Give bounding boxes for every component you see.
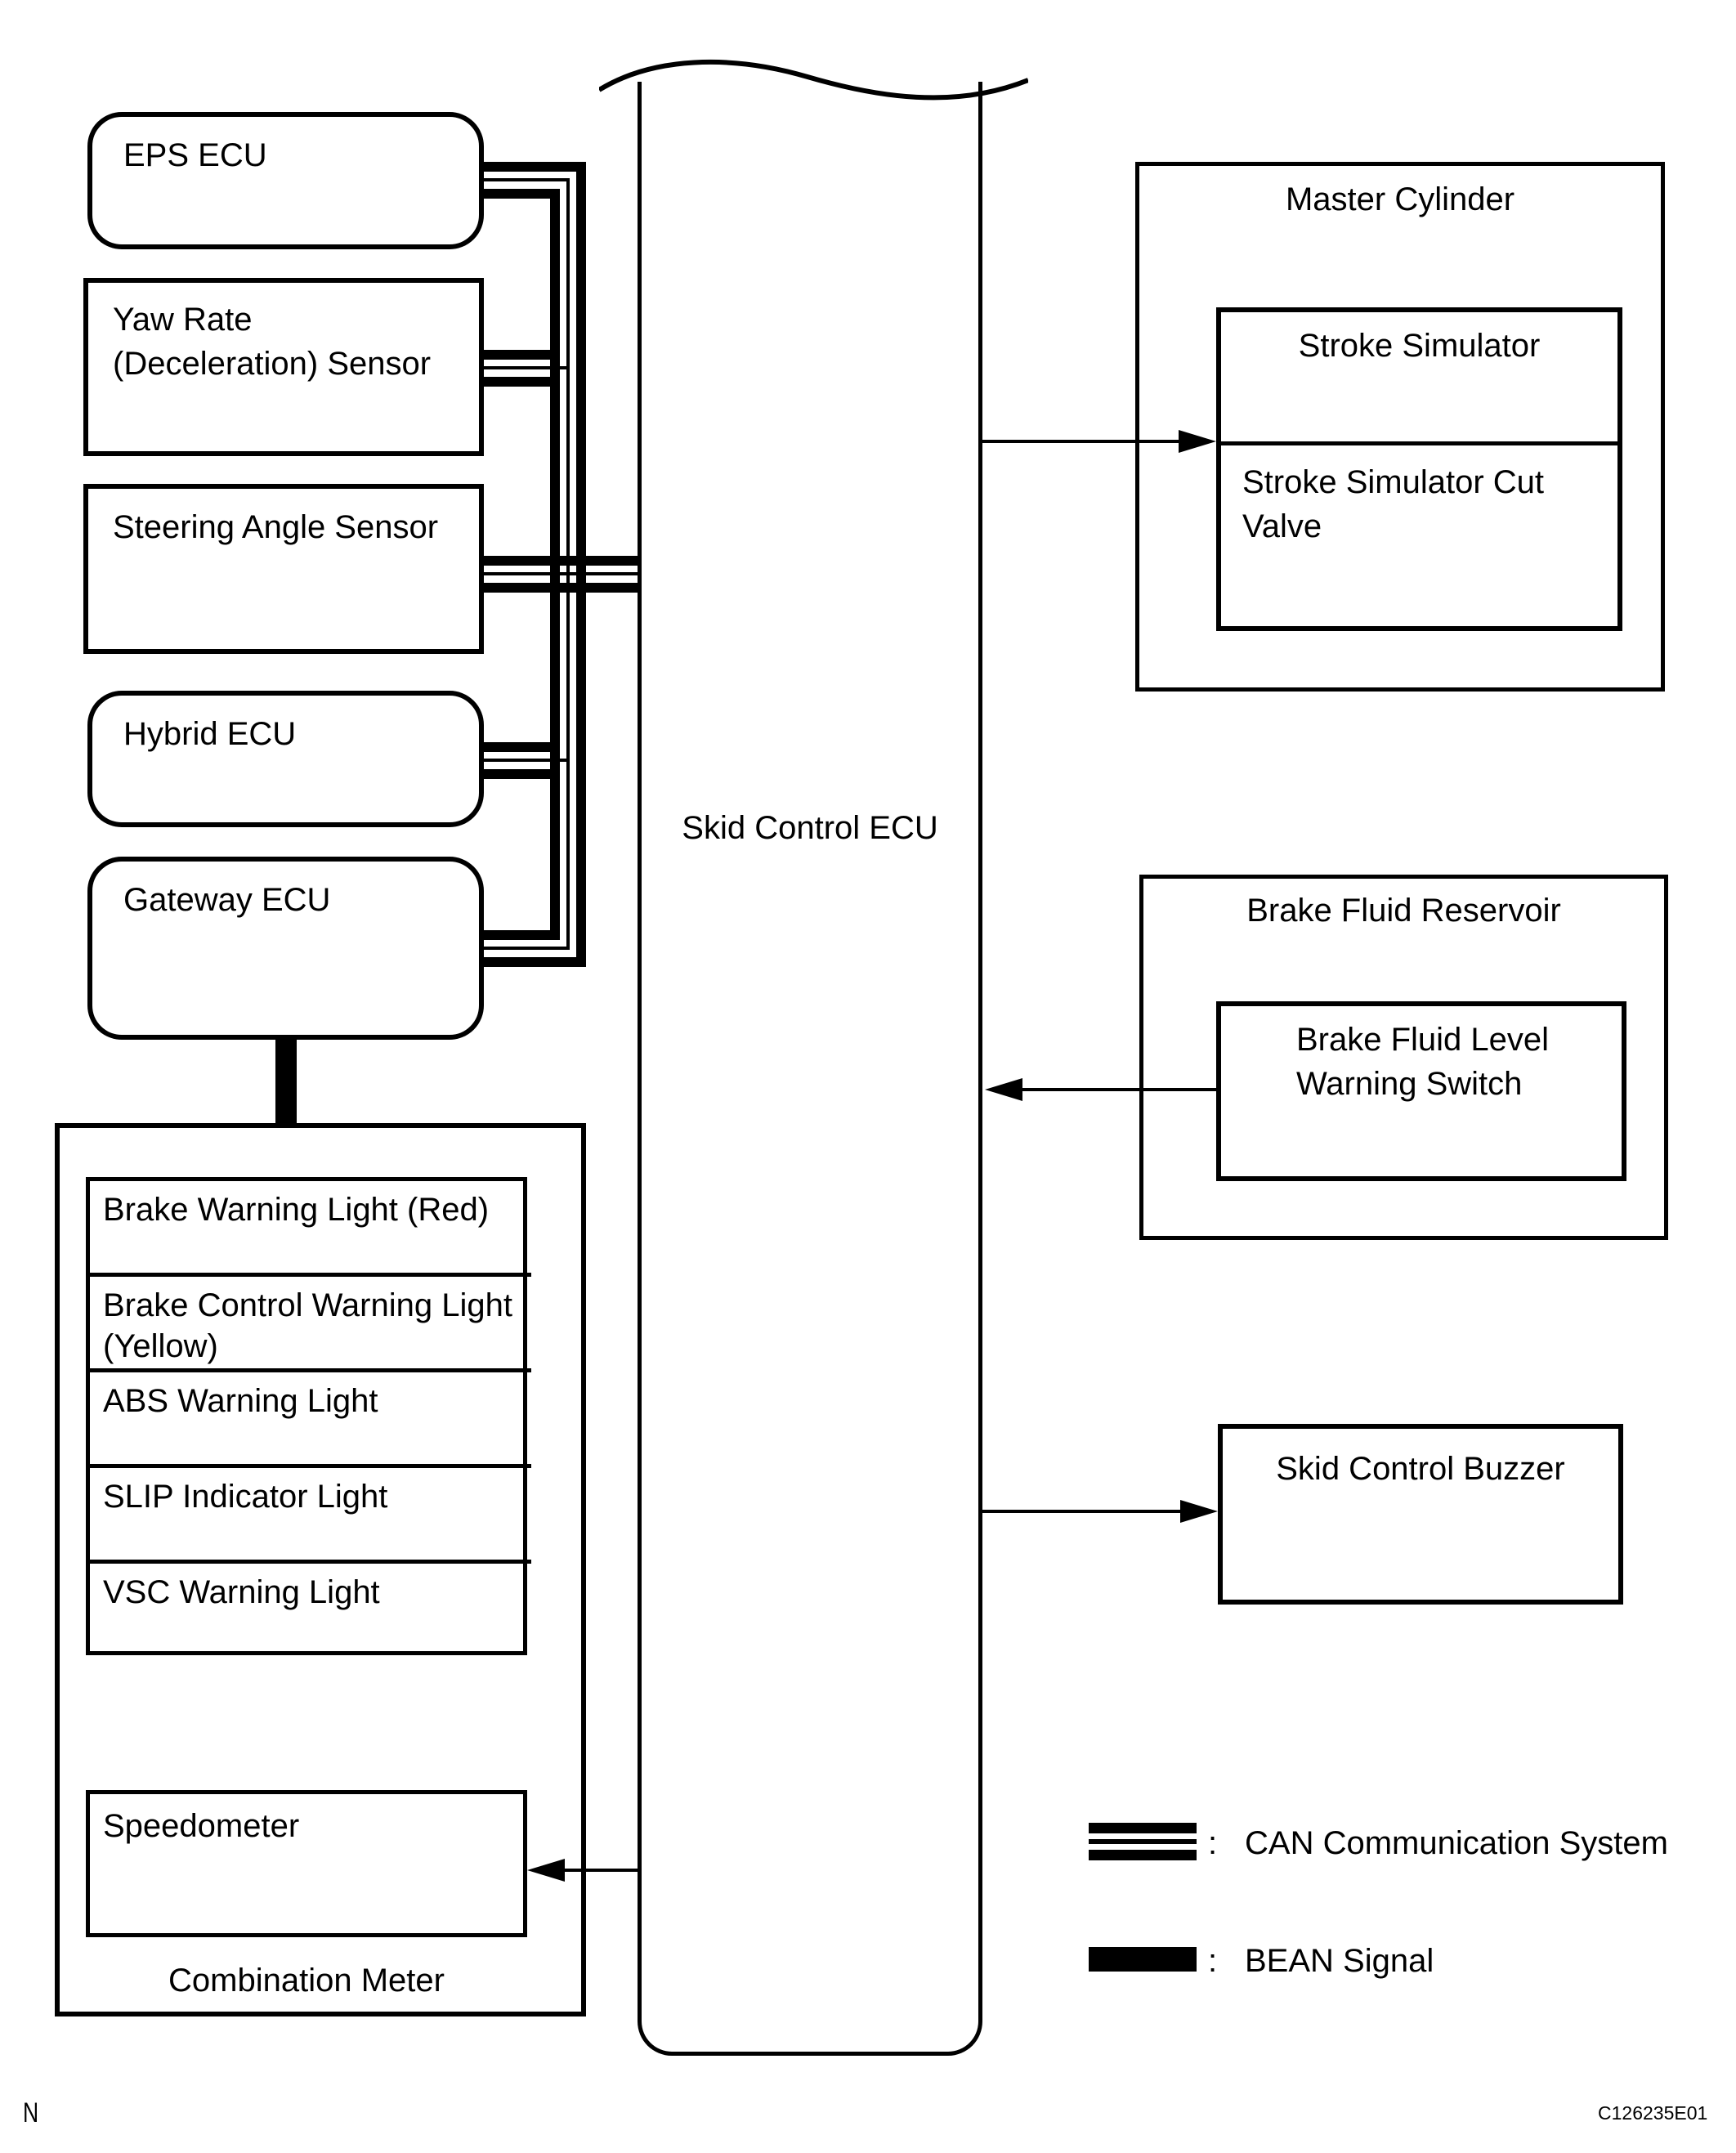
light-abs-warning: ABS Warning Light [90,1368,531,1464]
legend-bean-label: BEAN Signal [1245,1943,1434,1979]
node-label: Steering Angle Sensor [113,509,439,545]
bean-line-icon [1089,1947,1197,1972]
node-eps-ecu: EPS ECU [87,112,484,249]
connector-skid-to-speedometer [562,1869,639,1872]
light-slip-indicator: SLIP Indicator Light [90,1464,531,1560]
node-title: Master Cylinder [1285,181,1515,217]
node-label: Skid Control Buzzer [1276,1451,1565,1487]
footer-page-letter: N [23,2097,39,2128]
node-label: Hybrid ECU [123,716,297,752]
arrowhead-right-icon [1179,430,1216,453]
combination-meter-caption: Combination Meter [168,1963,445,1999]
skid-ecu-wavy-top [599,59,1028,101]
node-stroke-simulator: Stroke Simulator Stroke Simulator Cut Va… [1216,307,1622,631]
light-brake-control-warning: Brake Control Warning Light (Yellow) [90,1273,531,1368]
warning-lights-stack: Brake Warning Light (Red) Brake Control … [86,1177,531,1655]
node-label: Brake Fluid Level Warning Switch [1296,1022,1550,1102]
legend-separator: : [1208,1943,1218,1979]
node-label: EPS ECU [123,137,267,173]
node-label: Skid Control ECU [682,810,938,846]
node-brake-fluid-level-warning-switch: Brake Fluid Level Warning Switch [1216,1001,1626,1181]
legend-separator: : [1208,1825,1218,1861]
node-label: Gateway ECU [123,882,331,918]
light-vsc-warning: VSC Warning Light [90,1560,531,1655]
stroke-simulator-label: Stroke Simulator [1298,328,1541,364]
node-skid-control-buzzer: Skid Control Buzzer [1218,1424,1623,1605]
node-speedometer: Speedometer [86,1790,527,1937]
node-title: Brake Fluid Reservoir [1246,893,1561,929]
connector-switch-to-skid [1020,1088,1216,1091]
arrowhead-right-icon [1180,1500,1218,1523]
connector-skid-to-buzzer [982,1510,1180,1513]
node-steering-angle-sensor: Steering Angle Sensor [83,484,484,654]
node-label: Speedometer [103,1808,300,1844]
light-brake-warning: Brake Warning Light (Red) [103,1192,490,1228]
node-gateway-ecu: Gateway ECU [87,857,484,1040]
node-skid-control-ecu [638,82,982,2056]
footer-figure-code: C126235E01 [1598,2102,1708,2124]
arrowhead-left-icon [985,1078,1022,1101]
node-yaw-rate-sensor: Yaw Rate (Deceleration) Sensor [83,278,484,456]
legend-can-label: CAN Communication System [1245,1825,1668,1861]
node-hybrid-ecu: Hybrid ECU [87,691,484,827]
node-label: Yaw Rate (Deceleration) Sensor [113,302,432,382]
connector-skid-to-master-cylinder [982,440,1179,443]
stroke-simulator-cut-valve-label: Stroke Simulator Cut Valve [1221,441,1617,626]
arrowhead-left-icon [527,1859,565,1882]
